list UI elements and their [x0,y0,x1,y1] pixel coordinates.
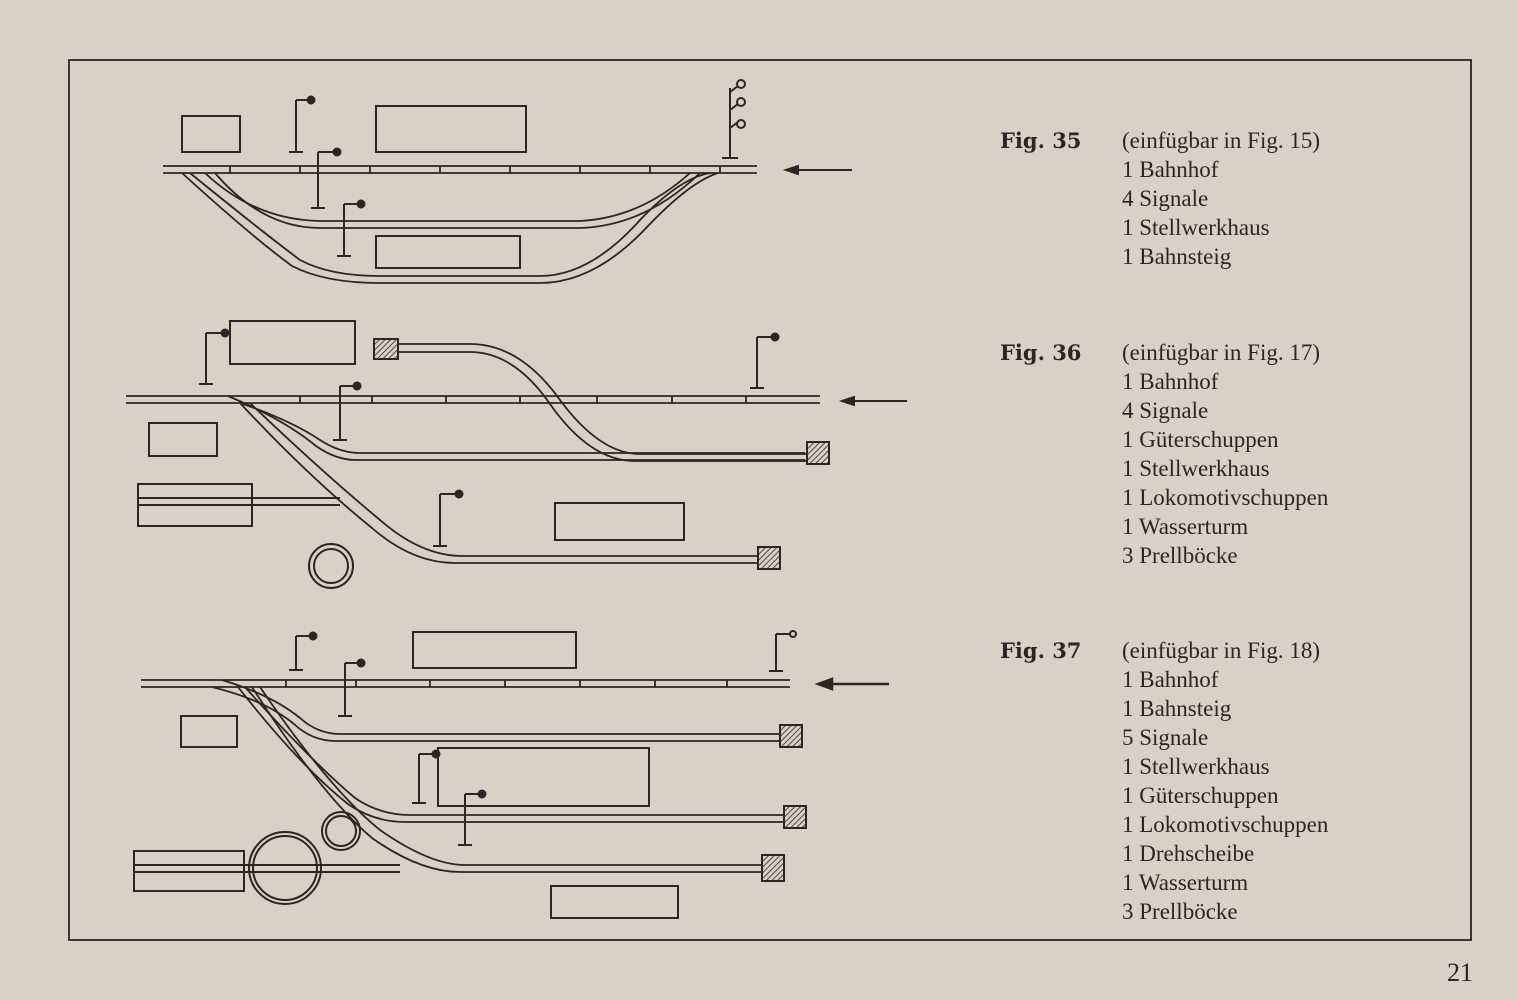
lokomotivschuppen [137,483,340,527]
gueterschuppen [550,885,679,919]
signal [750,332,780,389]
fig-35-diagram [163,79,852,284]
prellbock [373,338,399,360]
list-item: 1 Stellwerkhaus [1122,456,1270,481]
list-item: 1 Güterschuppen [1122,783,1279,808]
list-item: 1 Wasserturm [1122,514,1249,539]
signal-mast [722,79,746,159]
stellwerkhaus [180,715,238,748]
page-frame [68,59,1472,941]
wasserturm [321,811,361,851]
prellbock [779,724,803,748]
list-item: 1 Wasserturm [1122,870,1249,895]
siding-track [251,686,762,873]
signal [458,789,487,846]
direction-arrow [838,395,907,407]
siding-track [227,395,805,461]
figure-label: Fig. 37 [1000,638,1082,663]
list-item: 1 Bahnsteig [1122,696,1232,721]
list-item: 1 Bahnhof [1122,157,1219,182]
figure-note: (einfügbar in Fig. 17) [1122,340,1321,365]
siding-track [398,343,808,462]
signal [311,147,342,209]
figure-label: Fig. 35 [1000,128,1082,153]
figure-note: (einfügbar in Fig. 15) [1122,128,1321,153]
prellbock [757,546,781,570]
list-item: 1 Bahnsteig [1122,244,1232,269]
component-list: (einfügbar in Fig. 18) 1 Bahnhof 1 Bahns… [1122,636,1328,926]
list-item: 3 Prellböcke [1122,899,1238,924]
figure-note: (einfügbar in Fig. 18) [1122,638,1321,663]
list-item: 1 Güterschuppen [1122,427,1279,452]
signal [289,95,316,153]
main-track [163,165,757,174]
list-item: 5 Signale [1122,725,1209,750]
wasserturm [308,543,354,589]
siding-track [239,402,760,564]
signal [769,630,797,672]
list-item: 1 Drehscheibe [1122,841,1255,866]
component-list: (einfügbar in Fig. 15) 1 Bahnhof 4 Signa… [1122,126,1320,271]
direction-arrow [814,677,889,691]
list-item: 1 Bahnhof [1122,369,1219,394]
siding-track [211,679,782,742]
signal [289,631,318,671]
main-track [141,679,790,688]
signal [412,749,441,804]
signal [338,658,366,717]
page-number: 21 [1447,958,1473,987]
prellbock [806,441,830,465]
prellbock [783,805,807,829]
bahnhof [229,320,356,365]
gueterschuppen [554,502,685,541]
bahnhof [375,105,527,153]
stellwerkhaus [148,422,218,457]
list-item: 1 Lokomotivschuppen [1122,812,1329,837]
list-item: 1 Lokomotivschuppen [1122,485,1329,510]
bahnhof [412,631,577,669]
list-item: 1 Bahnhof [1122,667,1219,692]
figure-label: Fig. 36 [1000,340,1082,365]
lokomotivschuppen [133,850,400,892]
list-item: 4 Signale [1122,186,1209,211]
signal [433,489,464,547]
list-item: 1 Stellwerkhaus [1122,215,1270,240]
fig-37-diagram [133,630,889,919]
bahnsteig [375,235,521,269]
component-list: (einfügbar in Fig. 17) 1 Bahnhof 4 Signa… [1122,338,1328,570]
fig-36-diagram [126,320,907,589]
signal [337,199,366,257]
bahnsteig [437,747,650,807]
list-item: 3 Prellböcke [1122,543,1238,568]
passing-track [204,172,701,229]
signal [333,381,362,441]
siding-track [237,686,784,823]
outer-track [181,172,719,284]
drehscheibe [248,831,322,905]
direction-arrow [782,164,852,176]
list-item: 4 Signale [1122,398,1209,423]
stellwerkhaus [181,115,241,153]
prellbock [761,854,785,882]
list-item: 1 Stellwerkhaus [1122,754,1270,779]
signal [199,328,230,385]
